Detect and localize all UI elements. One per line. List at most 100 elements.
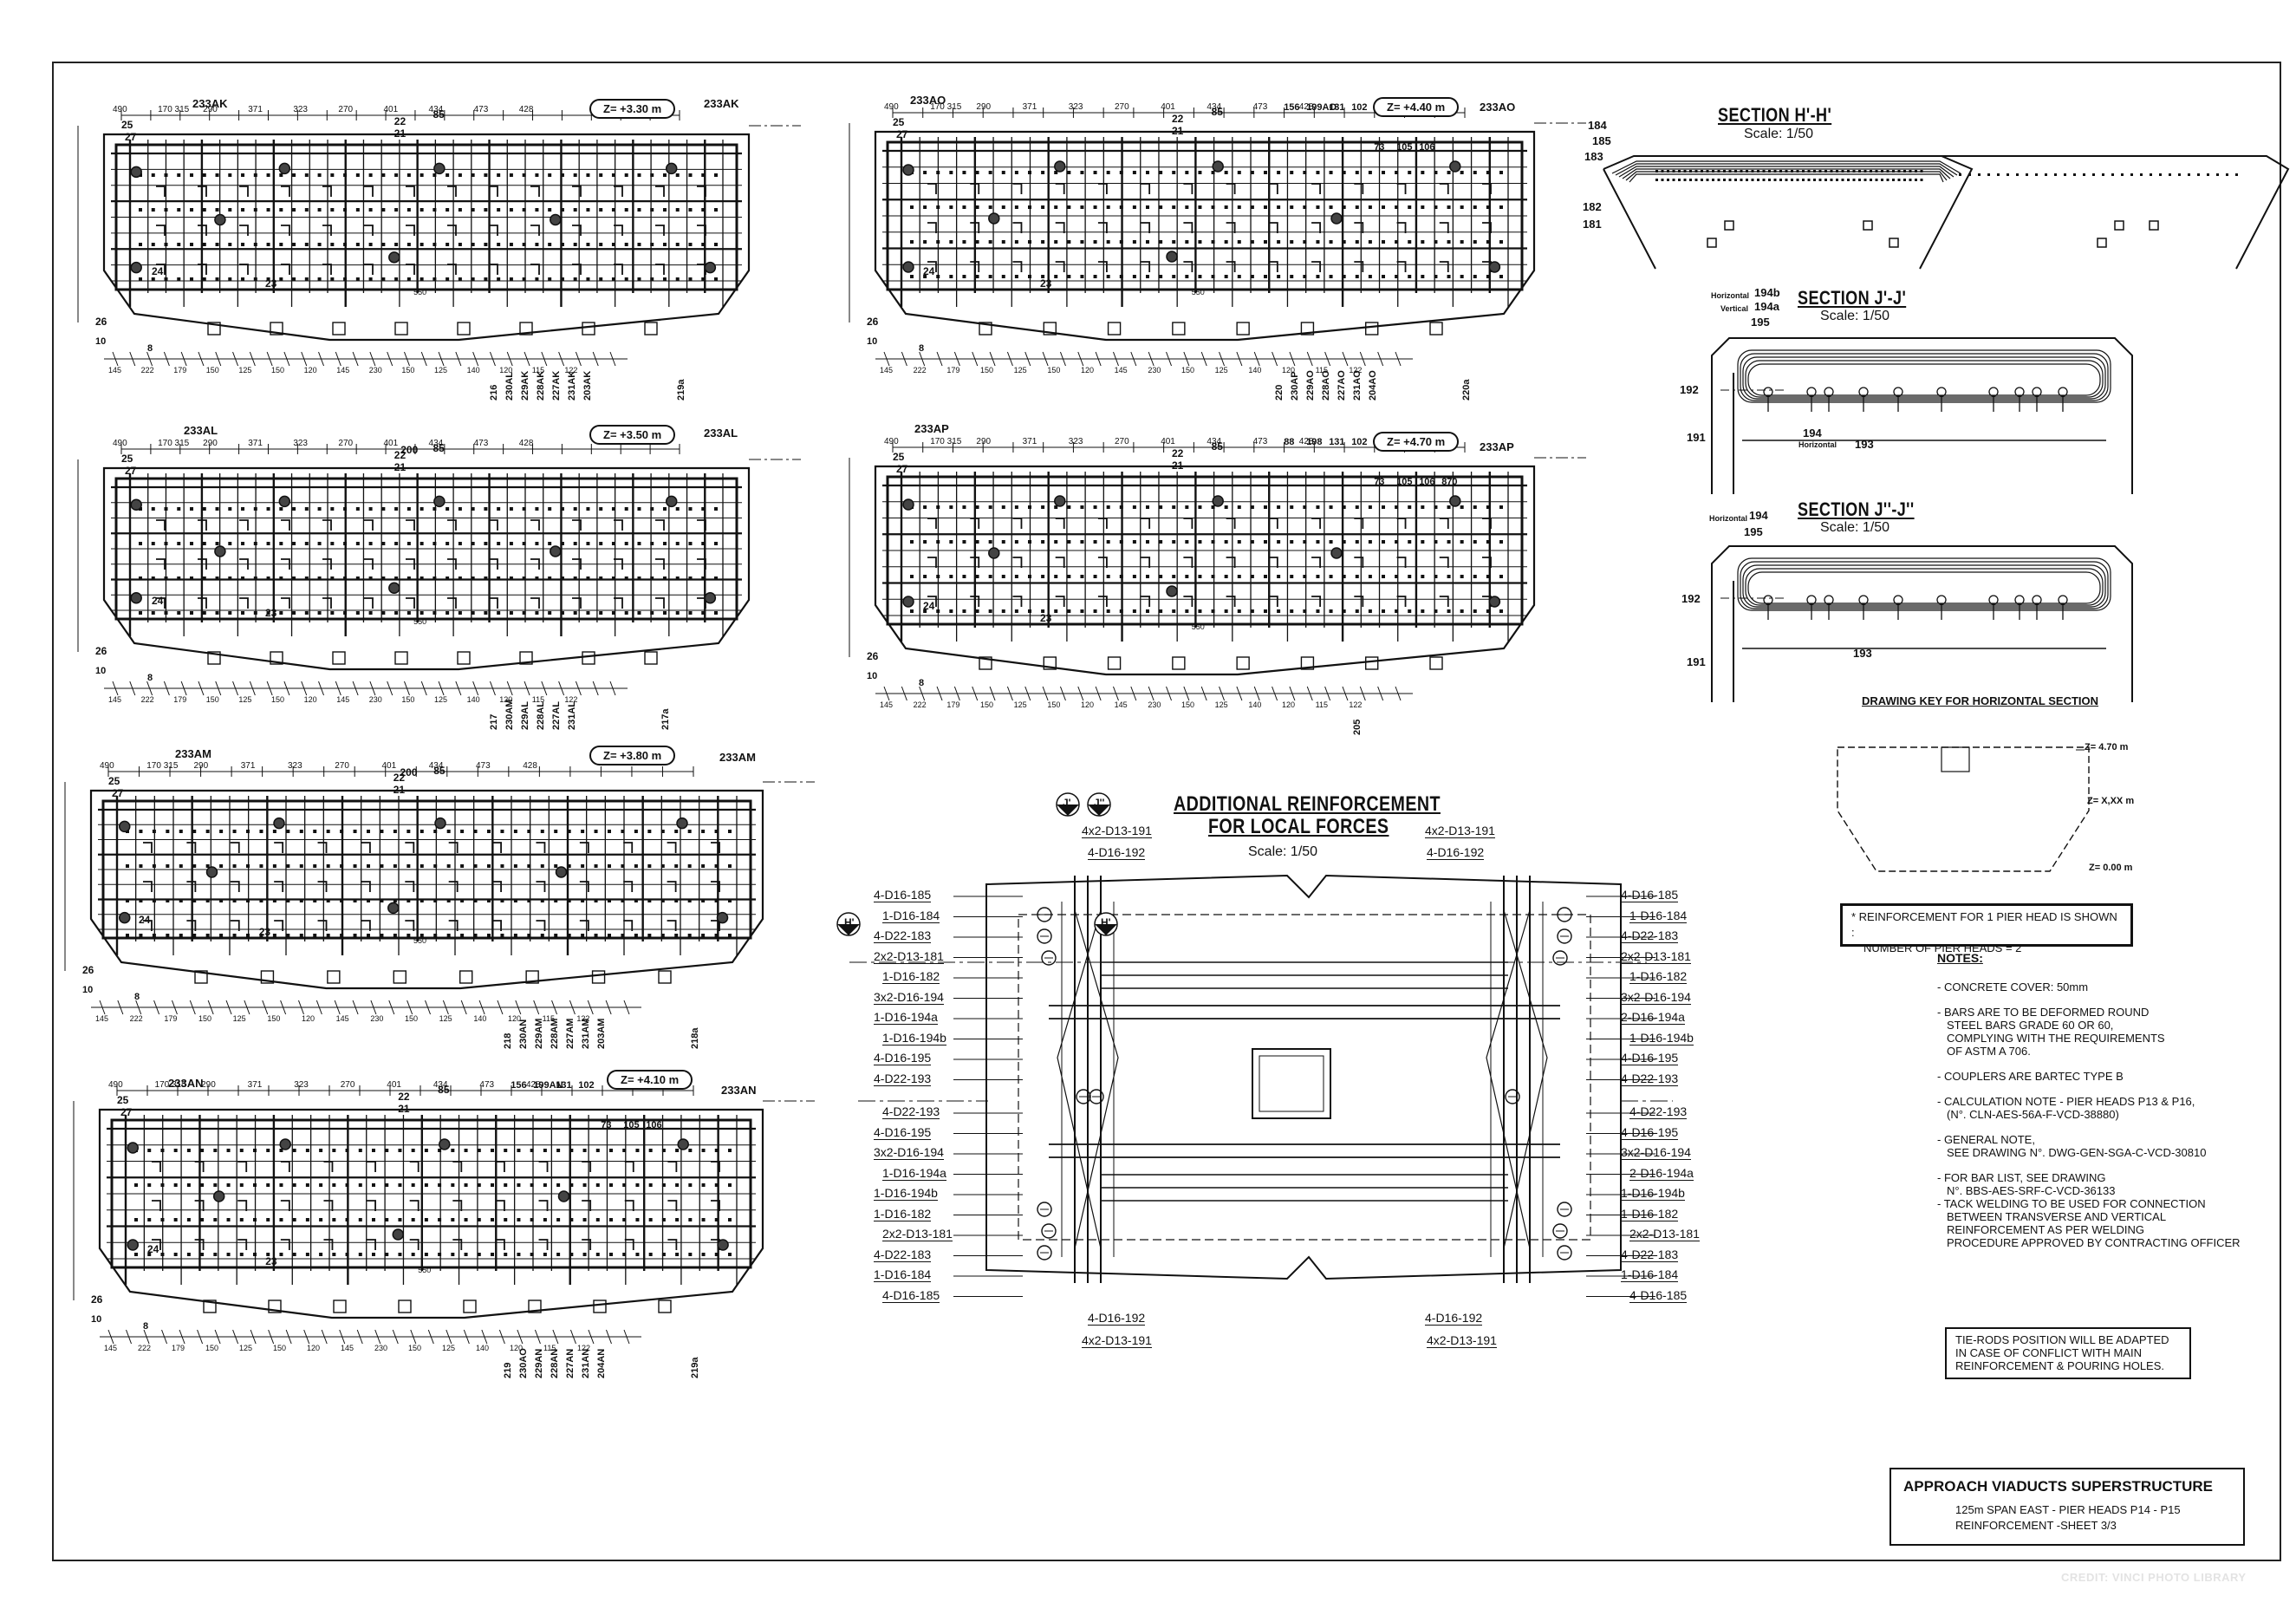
- top-dimension-p3: 290: [193, 761, 209, 771]
- stirrup-hook: [1183, 596, 1194, 607]
- bar-section: [497, 611, 501, 615]
- bar-section: [1211, 575, 1215, 578]
- bar-section: [1915, 170, 1917, 173]
- bar-section: [424, 1218, 428, 1221]
- vertical-bar-mark-p4: 231AN: [581, 1348, 591, 1378]
- plan-tag-right-p6: 233AP: [1480, 440, 1514, 453]
- bar-section: [599, 576, 603, 580]
- bar-section: [179, 864, 183, 868]
- bar-mark-26-p6: 26: [867, 650, 879, 662]
- bar-section: [381, 507, 386, 511]
- bar-section: [1734, 170, 1737, 173]
- bar-section: [714, 542, 718, 545]
- callout-right-1-D16-194b: 1-D16-194b: [1629, 1030, 1694, 1046]
- dimension-tick: [180, 351, 187, 367]
- bar-section: [522, 611, 526, 615]
- bar-section: [949, 505, 953, 509]
- section-outline: [1603, 155, 1974, 270]
- bar-section: [1106, 240, 1110, 244]
- bearing-cleat: [457, 322, 471, 335]
- dimension-tick: [135, 1000, 142, 1015]
- bearing-cleat: [644, 322, 658, 335]
- dimension-tick: [163, 351, 170, 367]
- bar-section: [1368, 275, 1372, 278]
- bottom-dimension-p2: 150: [401, 695, 415, 704]
- stirrup-hook: [1226, 183, 1236, 194]
- dimension-tick: [266, 351, 273, 367]
- bar-section: [688, 243, 693, 246]
- bar-section: [1211, 505, 1215, 509]
- bottom-dimension-p2: 145: [336, 695, 350, 704]
- bar-section: [438, 1253, 442, 1256]
- bar-section: [471, 243, 475, 246]
- dimension-tick: [215, 681, 222, 696]
- coupler-symbol: [1557, 1202, 1572, 1217]
- plan-tag-p2: 233AL: [184, 424, 218, 437]
- bar-section: [1421, 205, 1425, 209]
- bar-section: [1198, 609, 1202, 613]
- bar-section: [1185, 240, 1189, 244]
- bar-section: [1250, 171, 1254, 174]
- pouring-hole: [665, 495, 678, 508]
- dimension-tick: [442, 1000, 449, 1015]
- bar-section: [962, 171, 966, 174]
- section-arrow: [1057, 804, 1079, 816]
- plan-tag-p3: 233AM: [175, 747, 211, 760]
- bar-section: [446, 830, 451, 833]
- stirrup-hook: [623, 920, 634, 931]
- bar-mark-25-p5: 25: [893, 116, 905, 128]
- bar-section: [1773, 179, 1777, 181]
- dimension-tick: [153, 1000, 160, 1015]
- top-dimension-p6: 401: [1161, 437, 1175, 446]
- pouring-hole: [278, 162, 291, 175]
- key-notch: [1941, 746, 1970, 772]
- top-dimension-p3: 170 315: [146, 761, 179, 771]
- bar-section: [266, 173, 270, 177]
- bar-section: [1329, 240, 1333, 244]
- bar-mark-85-p6: 85: [1211, 440, 1223, 453]
- stirrup-hook: [274, 881, 284, 892]
- bar-section: [200, 1183, 205, 1187]
- bar-section: [473, 864, 478, 868]
- bar-section: [1717, 179, 1720, 181]
- bar-section: [272, 934, 276, 937]
- bearing-cleat: [658, 1300, 672, 1313]
- section-hh-title: SECTION H'-H': [1718, 104, 1832, 126]
- bar-mark-26-p5: 26: [867, 316, 879, 328]
- coupler-box: [2149, 220, 2159, 231]
- bar-section: [471, 173, 475, 177]
- bottom-dimension-p1: 150: [401, 366, 415, 375]
- bar-mark-26-p3: 26: [82, 964, 94, 976]
- bar-section: [936, 575, 940, 578]
- bar-section: [226, 1218, 231, 1221]
- callout-left-1-D16-182: 1-D16-182: [874, 1206, 932, 1221]
- dimension-tick: [1289, 686, 1296, 701]
- bar-section: [326, 934, 330, 937]
- top-dimension-p3: 434: [428, 761, 444, 771]
- stirrup-hook: [198, 597, 207, 609]
- bar-section: [394, 208, 399, 212]
- hh-mark-184: 184: [1588, 119, 1607, 132]
- bar-section: [491, 1183, 494, 1187]
- bar-section: [1054, 505, 1058, 509]
- bar-section: [1172, 609, 1176, 613]
- bar-section: [398, 1253, 402, 1256]
- stirrup-hook: [530, 186, 540, 197]
- bar-section: [330, 277, 335, 281]
- dimension-tick: [189, 1000, 196, 1015]
- plan-outline: [874, 465, 1536, 676]
- stirrup-hook: [624, 1200, 634, 1211]
- dimension-tick: [129, 681, 136, 696]
- bottom-dimension-p6: 230: [1148, 700, 1161, 709]
- bar-section: [1920, 170, 1923, 173]
- bar-section: [305, 1149, 309, 1152]
- pier-head-inner: [1018, 914, 1591, 1241]
- stirrup-hook: [1226, 261, 1236, 272]
- bottom-dimension-p5: 140: [1248, 366, 1262, 375]
- stirrup-hook: [711, 1161, 720, 1172]
- bar-section: [1734, 179, 1737, 181]
- top-dimension-p2: 371: [248, 439, 263, 448]
- bar-section: [509, 243, 513, 246]
- bar-section: [241, 208, 245, 212]
